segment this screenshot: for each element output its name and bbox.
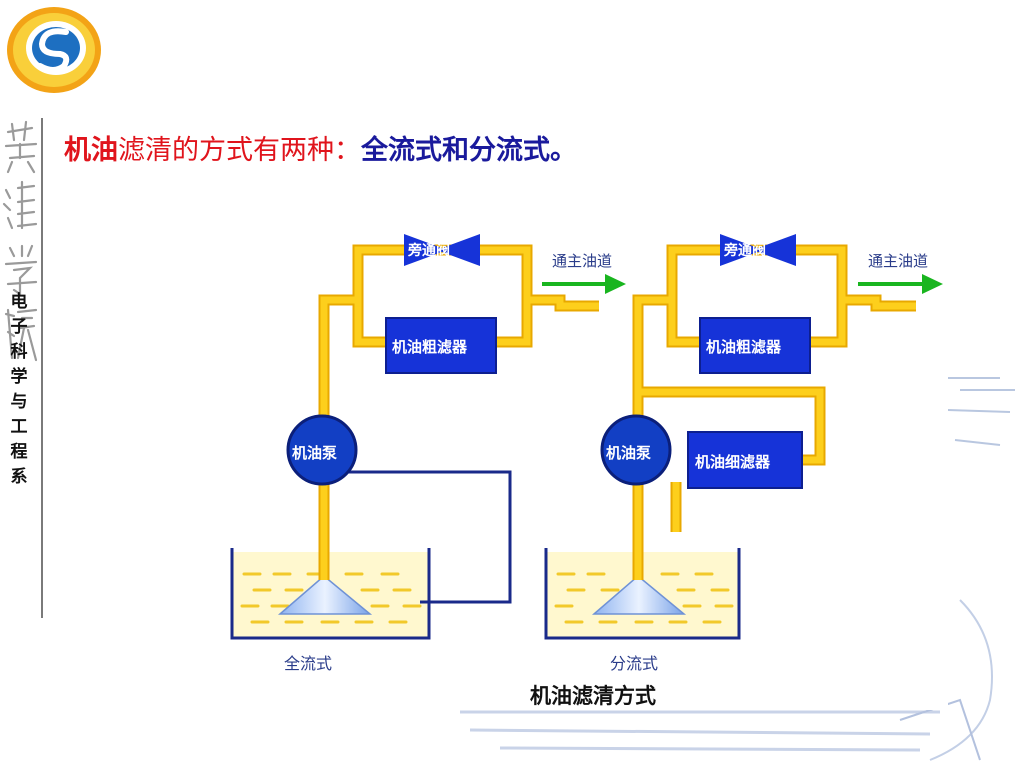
full-flow-label: 全流式 [284,654,333,673]
outlet-left-label: 通主油道 [552,252,613,270]
bypass-valve-right [720,234,796,266]
department-char: 工 [10,417,28,437]
bypass-valve-left-label: 旁通阀 [408,243,450,259]
heading-red-bold: 机油 [64,135,118,166]
oil-pump-left [286,414,358,486]
pipes-left [318,244,599,580]
bypass-valve-right-label: 旁通阀 [724,243,766,259]
department-char: 子 [10,317,28,337]
fine-filter-right [687,431,803,489]
split-flow-label: 分流式 [610,654,659,673]
department-char: 电 [10,292,28,312]
oil-pump-right [600,414,672,486]
coarse-filter-left [385,317,497,374]
department-name: 电子科学与工程系 [6,290,32,490]
department-char: 系 [10,467,28,487]
outlet-right-label: 通主油道 [868,252,929,270]
return-line-left [346,470,512,604]
department-char: 科 [10,342,28,362]
oil-pump-left-label: 机油泵 [292,444,338,462]
sidebar-divider [41,118,43,618]
coarse-filter-right-label: 机油粗滤器 [706,338,782,356]
department-char: 学 [10,367,28,387]
full-flow-system [230,234,626,640]
coarse-filter-left-label: 机油粗滤器 [392,338,468,356]
calligraphy-emblem [2,120,38,362]
department-char: 与 [10,392,28,412]
oil-filtration-diagram: 旁通阀 机油粗滤器 机油泵 通主油道 全流式 旁通阀 机油粗滤器 机油细滤器 机… [222,202,948,710]
diagram-caption: 机油滤清方式 [530,684,656,708]
pipes-right [632,244,916,580]
fine-filter-right-label: 机油细滤器 [695,453,771,471]
split-flow-system [544,234,943,640]
college-logo [7,7,101,93]
bypass-valve-left [404,234,480,266]
strainer-cone-right [591,575,687,615]
heading-red: 滤清的方式有两种： [118,135,361,166]
strainer-cone-left [277,575,373,615]
oil-pump-right-label: 机油泵 [606,444,652,462]
heading-blue: 全流式和分流式。 [361,135,577,166]
coarse-filter-right [699,317,811,374]
department-char: 程 [10,442,28,462]
slide-heading: 机油滤清的方式有两种：全流式和分流式。 [64,128,577,167]
